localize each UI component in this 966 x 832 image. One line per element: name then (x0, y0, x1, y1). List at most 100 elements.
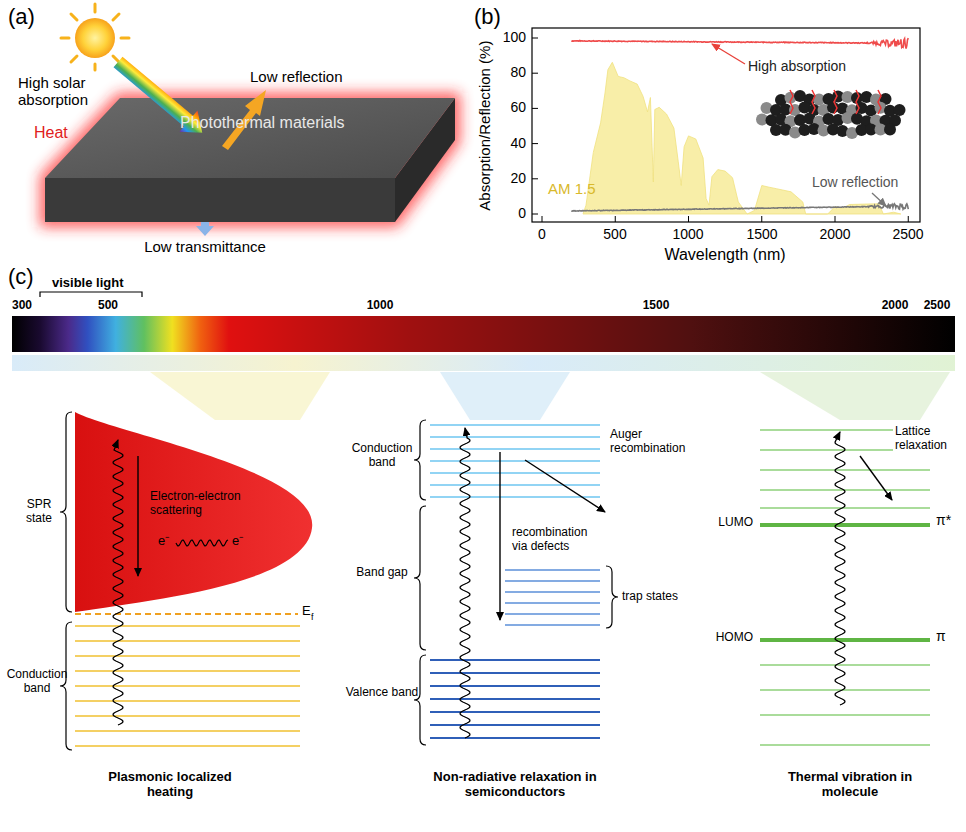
label: 1500 (737, 226, 787, 242)
tick (532, 73, 538, 74)
conduction-level (430, 484, 600, 486)
label: High absorption (748, 58, 846, 74)
molecular-level (760, 689, 930, 691)
label: 2000 (875, 299, 915, 313)
light-beams (12, 355, 955, 420)
spectrum-bar (12, 316, 955, 352)
label: Low reflection (812, 174, 898, 190)
conduction-level (430, 424, 600, 426)
visible-bracket (40, 292, 142, 297)
straight-arrows (137, 456, 138, 576)
brace (60, 622, 72, 750)
light-beams (150, 372, 330, 420)
label: Thermal vibration in molecule (780, 770, 920, 800)
absorption-curve (571, 38, 908, 49)
valence-level (430, 685, 600, 687)
label: 2500 (883, 226, 933, 242)
label: Band gap (345, 566, 419, 580)
label: recombination via defects (512, 526, 602, 554)
label: e⁻ (232, 534, 243, 549)
label: 300 (5, 299, 39, 313)
label: trap states (622, 590, 702, 604)
trap-level (505, 591, 600, 593)
sun (61, 37, 69, 40)
molecular-level (760, 744, 930, 746)
conduction-level (75, 700, 300, 702)
homo-level (760, 638, 930, 642)
molecular-level (760, 469, 930, 471)
am15-spectrum (583, 62, 901, 214)
light-path (834, 90, 837, 114)
label: (b) (474, 4, 501, 29)
brace (414, 655, 426, 745)
label: Valence band (345, 686, 419, 700)
trap-level (505, 580, 600, 582)
tick (761, 216, 762, 222)
label: Electron-electron scattering (150, 490, 265, 518)
label: 1500 (636, 299, 676, 313)
photon-wave (835, 432, 845, 705)
sun (61, 4, 129, 70)
valence-level (430, 698, 600, 700)
tick (835, 216, 836, 222)
material-slab: Photothermal materials (180, 114, 345, 132)
label: Auger recombination (610, 428, 700, 456)
light-path (878, 90, 881, 114)
label: Conduction band (6, 668, 68, 696)
conduction-level (75, 625, 300, 627)
node-text: Photothermal materials (180, 114, 345, 132)
plot-arrows (712, 44, 745, 64)
sun (113, 14, 119, 20)
label: (c) (8, 264, 34, 289)
label: LUMO (695, 516, 753, 530)
label: visible light (52, 276, 124, 291)
straight-arrows (525, 460, 605, 512)
photothermal-slab (45, 98, 455, 222)
straight-arrows (499, 452, 500, 620)
brace (414, 506, 426, 650)
valence-level (430, 737, 600, 739)
sun (61, 4, 129, 70)
label: Absorption/Reflection (%) (476, 26, 493, 226)
tick (908, 216, 909, 222)
label: Non-radiative relaxation in semiconducto… (425, 770, 605, 800)
label: 2500 (917, 299, 957, 313)
photon-wave (113, 440, 123, 725)
sun (121, 37, 129, 40)
label: E (302, 604, 311, 619)
tick (615, 216, 616, 222)
label: 1000 (663, 226, 713, 242)
tick (532, 108, 538, 109)
brace (414, 420, 426, 500)
label: 500 (590, 226, 640, 242)
label: 2000 (810, 226, 860, 242)
conduction-level (75, 670, 300, 672)
valence-level (430, 672, 600, 674)
spr-state (75, 412, 312, 612)
label: Low reflection (250, 68, 343, 85)
label: e⁻ (158, 534, 169, 549)
conduction-level (75, 685, 300, 687)
tick (532, 143, 538, 144)
plot-frame (532, 28, 920, 222)
sun (94, 64, 97, 70)
label: HOMO (695, 631, 753, 645)
transmittance-arrow (196, 222, 214, 236)
slab-glow (45, 98, 455, 222)
plot-data (532, 38, 908, 222)
conduction-level (430, 472, 600, 474)
sun (71, 56, 77, 62)
sun (113, 56, 119, 62)
conduction-level (75, 730, 300, 732)
label: Plasmonic localized heating (90, 770, 250, 800)
label: Wavelength (nm) (650, 246, 800, 264)
trap-level (505, 602, 600, 604)
valence-level (430, 711, 600, 713)
light-path (812, 90, 815, 114)
valence-level (430, 724, 600, 726)
straight-arrows (138, 452, 892, 620)
conduction-level (75, 745, 300, 747)
conduction-level (75, 655, 300, 657)
molecular-level (760, 664, 930, 666)
label: (a) (8, 4, 35, 29)
